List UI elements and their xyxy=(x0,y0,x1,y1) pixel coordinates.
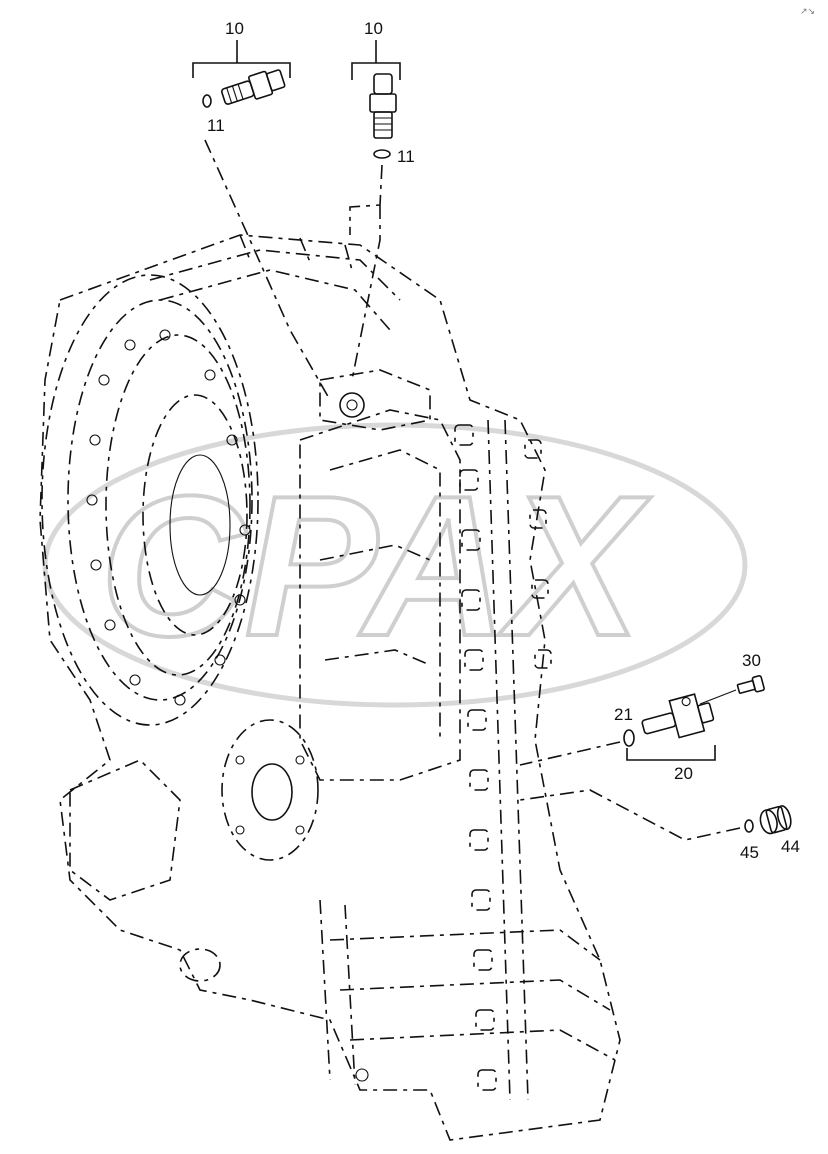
oring-plug xyxy=(744,819,754,833)
housing-outline xyxy=(39,234,621,1141)
callout-sender-oring: 21 xyxy=(614,705,633,724)
callout-plug: 44 xyxy=(781,837,800,856)
callout-sensor-left-oring: 11 xyxy=(207,116,225,135)
oring-left xyxy=(202,94,212,108)
transmission-housing xyxy=(39,234,621,1141)
oring-sender xyxy=(623,729,635,747)
gear-case xyxy=(299,409,461,781)
speed-sensor-left xyxy=(220,69,286,105)
temperature-sender xyxy=(641,693,715,739)
watermark-text: CPAX xyxy=(100,455,651,678)
sensor-left-bracket xyxy=(192,62,291,78)
lower-mount xyxy=(69,759,181,901)
corner-mark: ↗↘ xyxy=(800,6,815,16)
callout-sensor-top-group: 10 xyxy=(364,19,383,38)
bolt xyxy=(736,675,765,694)
callout-plug-oring: 45 xyxy=(740,843,759,862)
watermark-logo: CPAX xyxy=(42,422,748,708)
flange-bolt-holes xyxy=(86,329,251,706)
sender-group: 30 21 20 xyxy=(519,651,765,783)
output-flange xyxy=(221,719,319,861)
sensor-top-group: 10 11 xyxy=(349,19,415,381)
callout-sensor-left-group: 10 xyxy=(225,19,244,38)
oring-top xyxy=(373,149,391,159)
sensor-left-group: 10 11 xyxy=(192,19,331,401)
sensor-boss xyxy=(319,369,431,431)
callout-sender-group: 20 xyxy=(674,764,693,783)
callout-sensor-top-oring: 11 xyxy=(397,147,415,166)
right-flange-bolts xyxy=(454,424,552,1091)
bell-housing-inner-ring xyxy=(105,334,251,676)
speed-sensor-top xyxy=(369,73,397,139)
plug xyxy=(759,805,792,835)
plug-group: 45 44 xyxy=(519,789,800,862)
bell-housing-outer-flange xyxy=(41,274,259,726)
sender-bracket xyxy=(626,745,716,761)
callout-bolt: 30 xyxy=(742,651,761,670)
